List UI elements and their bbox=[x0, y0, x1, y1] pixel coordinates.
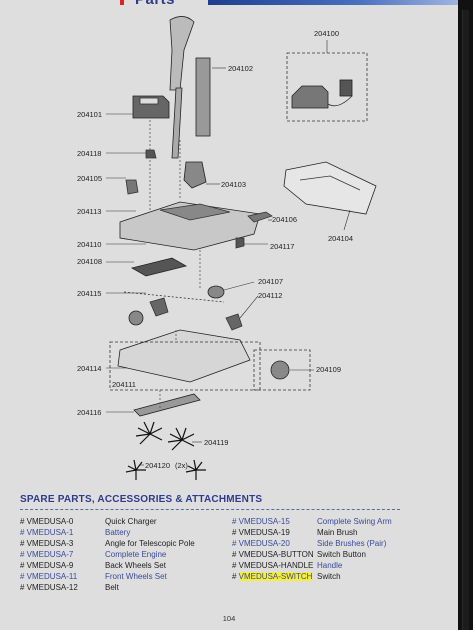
part-code-search-match: # VMEDUSA-SWITCH bbox=[232, 571, 317, 582]
list-item: # VMEDUSA-0 Quick Charger bbox=[20, 516, 195, 527]
part-name: Main Brush bbox=[317, 528, 358, 537]
list-item: # VMEDUSA-SWITCH Switch bbox=[232, 571, 392, 582]
pn-204118: 204118 bbox=[77, 149, 101, 158]
page-number: 104 bbox=[222, 614, 236, 623]
list-item: # VMEDUSA-9 Back Wheels Set bbox=[20, 560, 195, 571]
part-code-link[interactable]: # VMEDUSA-15 bbox=[232, 517, 290, 526]
list-item[interactable]: # VMEDUSA-1 Battery bbox=[20, 527, 195, 538]
back-wheel bbox=[128, 310, 144, 326]
pn-204100: 204100 bbox=[314, 29, 339, 38]
pn-204106: 204106 bbox=[272, 215, 297, 224]
part-name: Back Wheels Set bbox=[105, 561, 166, 570]
list-item: # VMEDUSA-19 Main Brush bbox=[232, 527, 392, 538]
part-code: # VMEDUSA-BUTTON bbox=[232, 550, 314, 559]
parts-list-left: # VMEDUSA-0 Quick Charger # VMEDUSA-1 Ba… bbox=[20, 516, 195, 593]
list-item[interactable]: # VMEDUSA-7 Complete Engine bbox=[20, 549, 195, 560]
handle-grip bbox=[169, 16, 195, 91]
part-name-link[interactable]: Complete Swing Arm bbox=[317, 517, 392, 526]
search-highlight: VMEDUSA-SWITCH bbox=[238, 572, 313, 581]
pn-204110: 204110 bbox=[77, 240, 101, 249]
header-title: Parts bbox=[135, 0, 175, 8]
manual-page: Parts bbox=[0, 0, 458, 630]
pn-204116: 204116 bbox=[77, 408, 101, 417]
pn-204107: 204107 bbox=[258, 277, 283, 286]
charger-base bbox=[291, 85, 329, 109]
part-code: # VMEDUSA-0 bbox=[20, 517, 74, 526]
section-divider bbox=[20, 509, 400, 510]
header-red-marker bbox=[120, 0, 124, 5]
part-code: # VMEDUSA-3 bbox=[20, 539, 74, 548]
list-item[interactable]: # VMEDUSA-HANDLE Handle bbox=[232, 560, 392, 571]
part-code-link[interactable]: # VMEDUSA-7 bbox=[20, 550, 74, 559]
part-name-link[interactable]: Battery bbox=[105, 528, 131, 537]
pn-204114: 204114 bbox=[77, 364, 101, 373]
part-name-link[interactable]: Complete Engine bbox=[105, 550, 167, 559]
pn-204113: 204113 bbox=[77, 207, 101, 216]
part-code-link[interactable]: # VMEDUSA-1 bbox=[20, 528, 74, 537]
list-item: # VMEDUSA-12 Belt bbox=[20, 582, 195, 593]
telescopic-pole bbox=[195, 57, 211, 137]
part-name-link[interactable]: Side Brushes (Pair) bbox=[317, 539, 387, 548]
pn-204105: 204105 bbox=[77, 174, 102, 183]
charger-inset-box bbox=[286, 52, 368, 122]
pn-204102: 204102 bbox=[228, 64, 253, 73]
part-name-link[interactable]: Front Wheels Set bbox=[105, 572, 167, 581]
part-name: Switch Button bbox=[317, 550, 366, 559]
page-header: Parts bbox=[0, 0, 458, 8]
scrollbar-thumb[interactable] bbox=[462, 10, 469, 630]
top-cover bbox=[119, 201, 261, 251]
pn-204111: 204111 bbox=[112, 380, 136, 389]
part-code-link[interactable]: # VMEDUSA-11 bbox=[20, 572, 78, 581]
list-item[interactable]: # VMEDUSA-20 Side Brushes (Pair) bbox=[232, 538, 392, 549]
spare-parts-heading: SPARE PARTS, ACCESSORIES & ATTACHMENTS bbox=[20, 494, 263, 505]
pn-204120: 204120 bbox=[145, 461, 170, 470]
pn-quantity-2x: (2x) bbox=[175, 461, 188, 470]
pn-204119: 204119 bbox=[204, 438, 228, 447]
part-name: Belt bbox=[105, 583, 119, 592]
part-name-link[interactable]: Handle bbox=[317, 561, 343, 570]
list-item: # VMEDUSA-BUTTON Switch Button bbox=[232, 549, 392, 560]
part-code: # VMEDUSA-9 bbox=[20, 561, 74, 570]
pn-204112: 204112 bbox=[258, 291, 282, 300]
main-brush bbox=[133, 393, 201, 417]
pn-204117: 204117 bbox=[270, 242, 294, 251]
side-brush bbox=[125, 421, 206, 480]
code-prefix: # bbox=[232, 572, 239, 581]
header-blue-bar bbox=[208, 0, 458, 5]
pole-angle bbox=[183, 161, 207, 189]
list-item[interactable]: # VMEDUSA-11 Front Wheels Set bbox=[20, 571, 195, 582]
list-item[interactable]: # VMEDUSA-15 Complete Swing Arm bbox=[232, 516, 392, 527]
base-chassis bbox=[117, 329, 251, 383]
pn-204104: 204104 bbox=[328, 234, 353, 243]
motor bbox=[207, 285, 225, 299]
part-code-link[interactable]: # VMEDUSA-20 bbox=[232, 539, 290, 548]
part-name: Switch bbox=[317, 572, 341, 581]
pn-204109: 204109 bbox=[316, 365, 341, 374]
pn-204115: 204115 bbox=[77, 289, 101, 298]
part-code: # VMEDUSA-19 bbox=[232, 528, 290, 537]
front-wheel bbox=[270, 360, 290, 380]
charger-plug bbox=[339, 79, 353, 97]
list-item: # VMEDUSA-3 Angle for Telescopic Pole bbox=[20, 538, 195, 549]
pn-204103: 204103 bbox=[221, 180, 246, 189]
pn-204108: 204108 bbox=[77, 257, 102, 266]
part-code: # VMEDUSA-12 bbox=[20, 583, 78, 592]
part-number-labels: 204100 204102 204101 204118 204105 20410… bbox=[77, 29, 353, 470]
part-code: # VMEDUSA-HANDLE bbox=[232, 561, 314, 570]
part-name: Quick Charger bbox=[105, 517, 157, 526]
part-name: Angle for Telescopic Pole bbox=[105, 539, 195, 548]
pn-204101: 204101 bbox=[77, 110, 102, 119]
exploded-parts-diagram: 204100 204102 204101 204118 204105 20410… bbox=[77, 16, 377, 480]
vertical-scrollbar[interactable] bbox=[458, 0, 473, 630]
dust-bin bbox=[283, 161, 377, 215]
parts-list-right: # VMEDUSA-15 Complete Swing Arm # VMEDUS… bbox=[232, 516, 392, 582]
